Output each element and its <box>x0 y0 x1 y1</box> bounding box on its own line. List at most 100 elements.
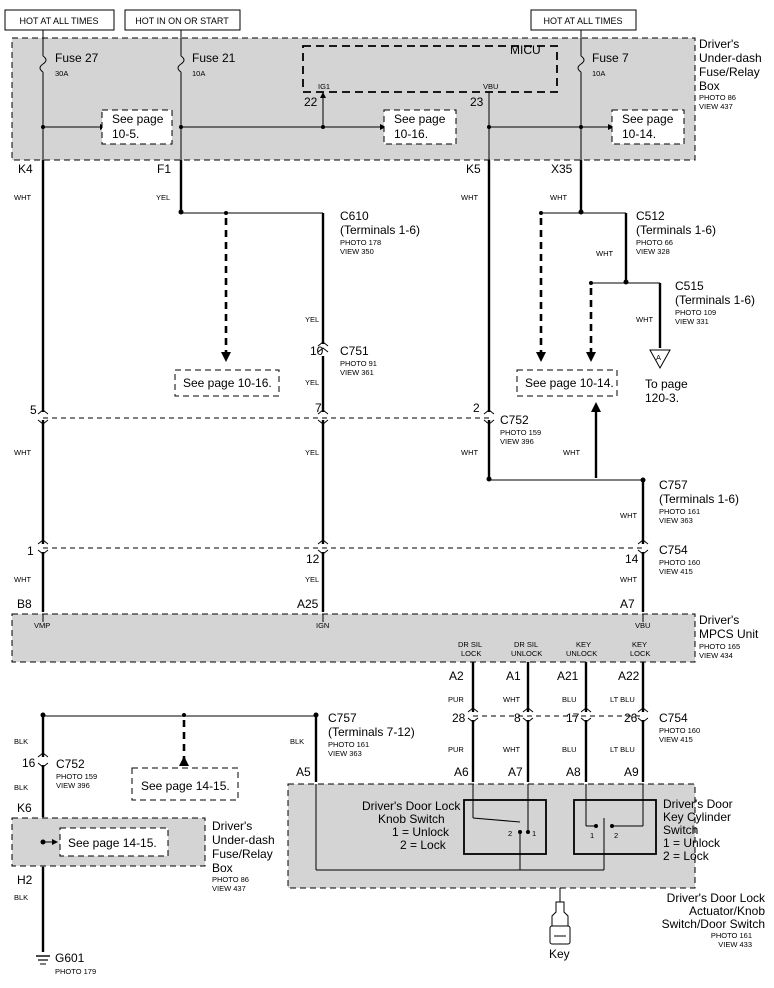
svg-text:WHT: WHT <box>14 448 31 457</box>
svg-text:WHT: WHT <box>503 695 520 704</box>
svg-text:YEL: YEL <box>305 315 319 324</box>
key-icon: Key <box>549 888 571 961</box>
svg-text:Switch: Switch <box>663 823 698 837</box>
svg-text:C751: C751 <box>340 344 369 358</box>
svg-text:WHT: WHT <box>550 193 567 202</box>
svg-text:VIEW 396: VIEW 396 <box>56 781 90 790</box>
svg-text:WHT: WHT <box>620 511 637 520</box>
svg-text:VIEW 396: VIEW 396 <box>500 437 534 446</box>
svg-text:Under-dash: Under-dash <box>699 51 762 65</box>
svg-text:YEL: YEL <box>305 378 319 387</box>
svg-text:PHOTO 161: PHOTO 161 <box>659 507 700 516</box>
svg-text:VIEW 437: VIEW 437 <box>212 884 246 893</box>
svg-text:See page 10-16.: See page 10-16. <box>183 376 272 390</box>
svg-text:PUR: PUR <box>448 745 464 754</box>
svg-text:PHOTO 159: PHOTO 159 <box>500 428 541 437</box>
svg-text:WHT: WHT <box>596 249 613 258</box>
connector-c752: 5 7 2 C752 PHOTO 159 VIEW 396 <box>30 401 541 446</box>
svg-text:YEL: YEL <box>156 193 170 202</box>
svg-text:See page 14-15.: See page 14-15. <box>68 836 157 850</box>
ground-icon: G601 PHOTO 179 <box>36 951 96 976</box>
svg-text:A9: A9 <box>624 765 639 779</box>
svg-text:WHT: WHT <box>14 575 31 584</box>
svg-text:VIEW 331: VIEW 331 <box>675 317 709 326</box>
svg-text:PHOTO 161: PHOTO 161 <box>328 740 369 749</box>
svg-text:10: 10 <box>310 344 324 358</box>
svg-text:A2: A2 <box>449 669 464 683</box>
svg-text:C610: C610 <box>340 209 369 223</box>
svg-text:(Terminals 1-6): (Terminals 1-6) <box>675 293 755 307</box>
svg-text:2: 2 <box>614 831 618 840</box>
svg-text:A22: A22 <box>618 669 640 683</box>
svg-text:C752: C752 <box>56 757 85 771</box>
connector-c610: C610 (Terminals 1-6) PHOTO 178 VIEW 350 <box>340 209 420 256</box>
svg-text:HOT AT ALL TIMES: HOT AT ALL TIMES <box>543 16 622 26</box>
svg-text:Under-dash: Under-dash <box>212 833 275 847</box>
connector-c752-lower: 16 C752 PHOTO 159 VIEW 396 <box>22 752 97 790</box>
svg-text:C757: C757 <box>659 478 688 492</box>
svg-text:(Terminals 1-6): (Terminals 1-6) <box>636 223 716 237</box>
svg-text:8: 8 <box>514 711 521 725</box>
svg-text:A7: A7 <box>620 597 635 611</box>
svg-text:DR SIL: DR SIL <box>514 640 538 649</box>
terminal-f1: F1 <box>157 162 171 176</box>
svg-text:A5: A5 <box>296 765 311 779</box>
svg-text:See page 14-15.: See page 14-15. <box>141 779 230 793</box>
svg-text:WHT: WHT <box>503 745 520 754</box>
svg-text:23: 23 <box>470 95 484 109</box>
svg-text:PHOTO 91: PHOTO 91 <box>340 359 377 368</box>
door-title-line: Switch/Door Switch <box>662 917 765 931</box>
svg-text:See page: See page <box>112 112 164 126</box>
wire-f1-a25: YEL YEL YEL YEL YEL <box>156 160 325 612</box>
svg-text:K6: K6 <box>17 801 32 815</box>
connector-c512: C512 (Terminals 1-6) PHOTO 66 VIEW 328 <box>636 209 716 256</box>
svg-text:22: 22 <box>304 95 318 109</box>
svg-text:LT BLU: LT BLU <box>610 745 635 754</box>
svg-text:IGN: IGN <box>316 621 329 630</box>
svg-text:A8: A8 <box>566 765 581 779</box>
svg-text:PHOTO 178: PHOTO 178 <box>340 238 381 247</box>
see-page-14-15-box <box>131 767 239 801</box>
svg-text:14: 14 <box>625 552 639 566</box>
connector-c757-lower: C757 (Terminals 7-12) PHOTO 161 VIEW 363 <box>328 711 415 758</box>
svg-text:Driver's: Driver's <box>699 613 739 627</box>
hot-label-always-2: HOT AT ALL TIMES <box>530 9 637 31</box>
svg-text:PHOTO 179: PHOTO 179 <box>55 967 96 976</box>
wire-ground-blk: BLK BLK BLK BLK <box>14 712 319 952</box>
door-title-line: PHOTO 161 <box>711 931 752 940</box>
svg-text:2: 2 <box>508 829 512 838</box>
svg-text:BLK: BLK <box>14 737 28 746</box>
svg-text:VIEW 415: VIEW 415 <box>659 735 693 744</box>
connector-c754-lower: 28 8 17 26 C754 PHOTO 160 VIEW 415 <box>452 707 700 744</box>
see-page-10-14-box <box>516 369 618 397</box>
svg-text:C754: C754 <box>659 711 688 725</box>
svg-text:(Terminals 1-6): (Terminals 1-6) <box>340 223 420 237</box>
svg-text:1: 1 <box>27 544 34 558</box>
svg-text:See page: See page <box>622 112 674 126</box>
svg-text:C754: C754 <box>659 543 688 557</box>
svg-text:7: 7 <box>315 401 322 415</box>
svg-text:LT BLU: LT BLU <box>610 695 635 704</box>
wires-lower-door: PUR WHT BLU LT BLU PUR WHT BLU LT BLU <box>448 662 645 782</box>
mpcs-unit: VMP IGN VBU DR SIL LOCK DR SIL UNLOCK KE… <box>11 613 759 663</box>
svg-text:VIEW 350: VIEW 350 <box>340 247 374 256</box>
svg-text:WHT: WHT <box>620 575 637 584</box>
terminal-k5: K5 <box>466 162 481 176</box>
svg-text:VIEW 434: VIEW 434 <box>699 651 733 660</box>
svg-text:10-16.: 10-16. <box>394 127 428 141</box>
svg-text:PHOTO 159: PHOTO 159 <box>56 772 97 781</box>
svg-text:120-3.: 120-3. <box>645 391 679 405</box>
svg-text:C752: C752 <box>500 413 529 427</box>
svg-text:26: 26 <box>624 711 638 725</box>
svg-text:(Terminals 1-6): (Terminals 1-6) <box>659 492 739 506</box>
svg-text:C512: C512 <box>636 209 665 223</box>
svg-text:UNLOCK: UNLOCK <box>511 649 542 658</box>
svg-text:PHOTO 86: PHOTO 86 <box>699 93 736 102</box>
svg-text:PHOTO 86: PHOTO 86 <box>212 875 249 884</box>
fuse-relay-box-lower: See page 14-15. <box>11 817 206 867</box>
svg-text:YEL: YEL <box>305 575 319 584</box>
svg-text:10A: 10A <box>192 69 205 78</box>
connector-c757: C757 (Terminals 1-6) PHOTO 161 VIEW 363 <box>659 478 739 525</box>
svg-text:PHOTO 66: PHOTO 66 <box>636 238 673 247</box>
svg-text:10-5.: 10-5. <box>112 127 139 141</box>
